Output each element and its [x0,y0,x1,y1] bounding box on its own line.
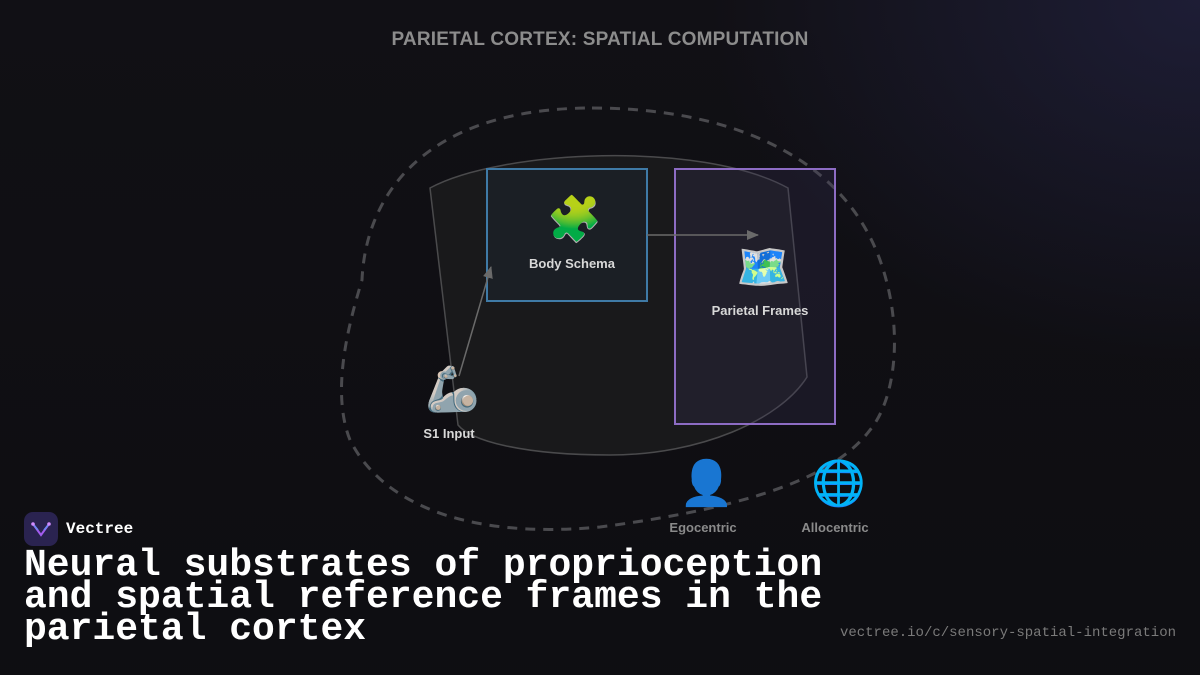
outer-dashed-boundary [340,106,896,531]
body-schema-label: Body Schema [529,256,615,271]
source-url[interactable]: vectree.io/c/sensory-spatial-integration [839,625,1176,641]
arrow-s1-to-body-schema [458,266,493,377]
allocentric-label: Allocentric [801,520,869,535]
globe-icon: 🌐 [811,458,866,509]
brand: Vectree [24,512,133,546]
diagram-title: PARIETAL CORTEX: SPATIAL COMPUTATION [391,29,809,50]
person-silhouette-icon: 👤 [679,458,734,509]
brand-name: Vectree [66,520,134,538]
puzzle-piece-icon: 🧩 [547,194,602,245]
mechanical-arm-icon: 🦾 [425,364,480,415]
page-headline: Neural substrates of proprioception and … [24,544,823,651]
parietal-frames-label: Parietal Frames [711,303,809,318]
parietal-frames-box [674,168,836,425]
s1-input-label: S1 Input [423,426,475,441]
body-schema-box [486,168,648,302]
egocentric-label: Egocentric [669,520,737,535]
world-map-icon: 🗺️ [736,242,791,293]
vectree-logo-icon [24,512,58,546]
